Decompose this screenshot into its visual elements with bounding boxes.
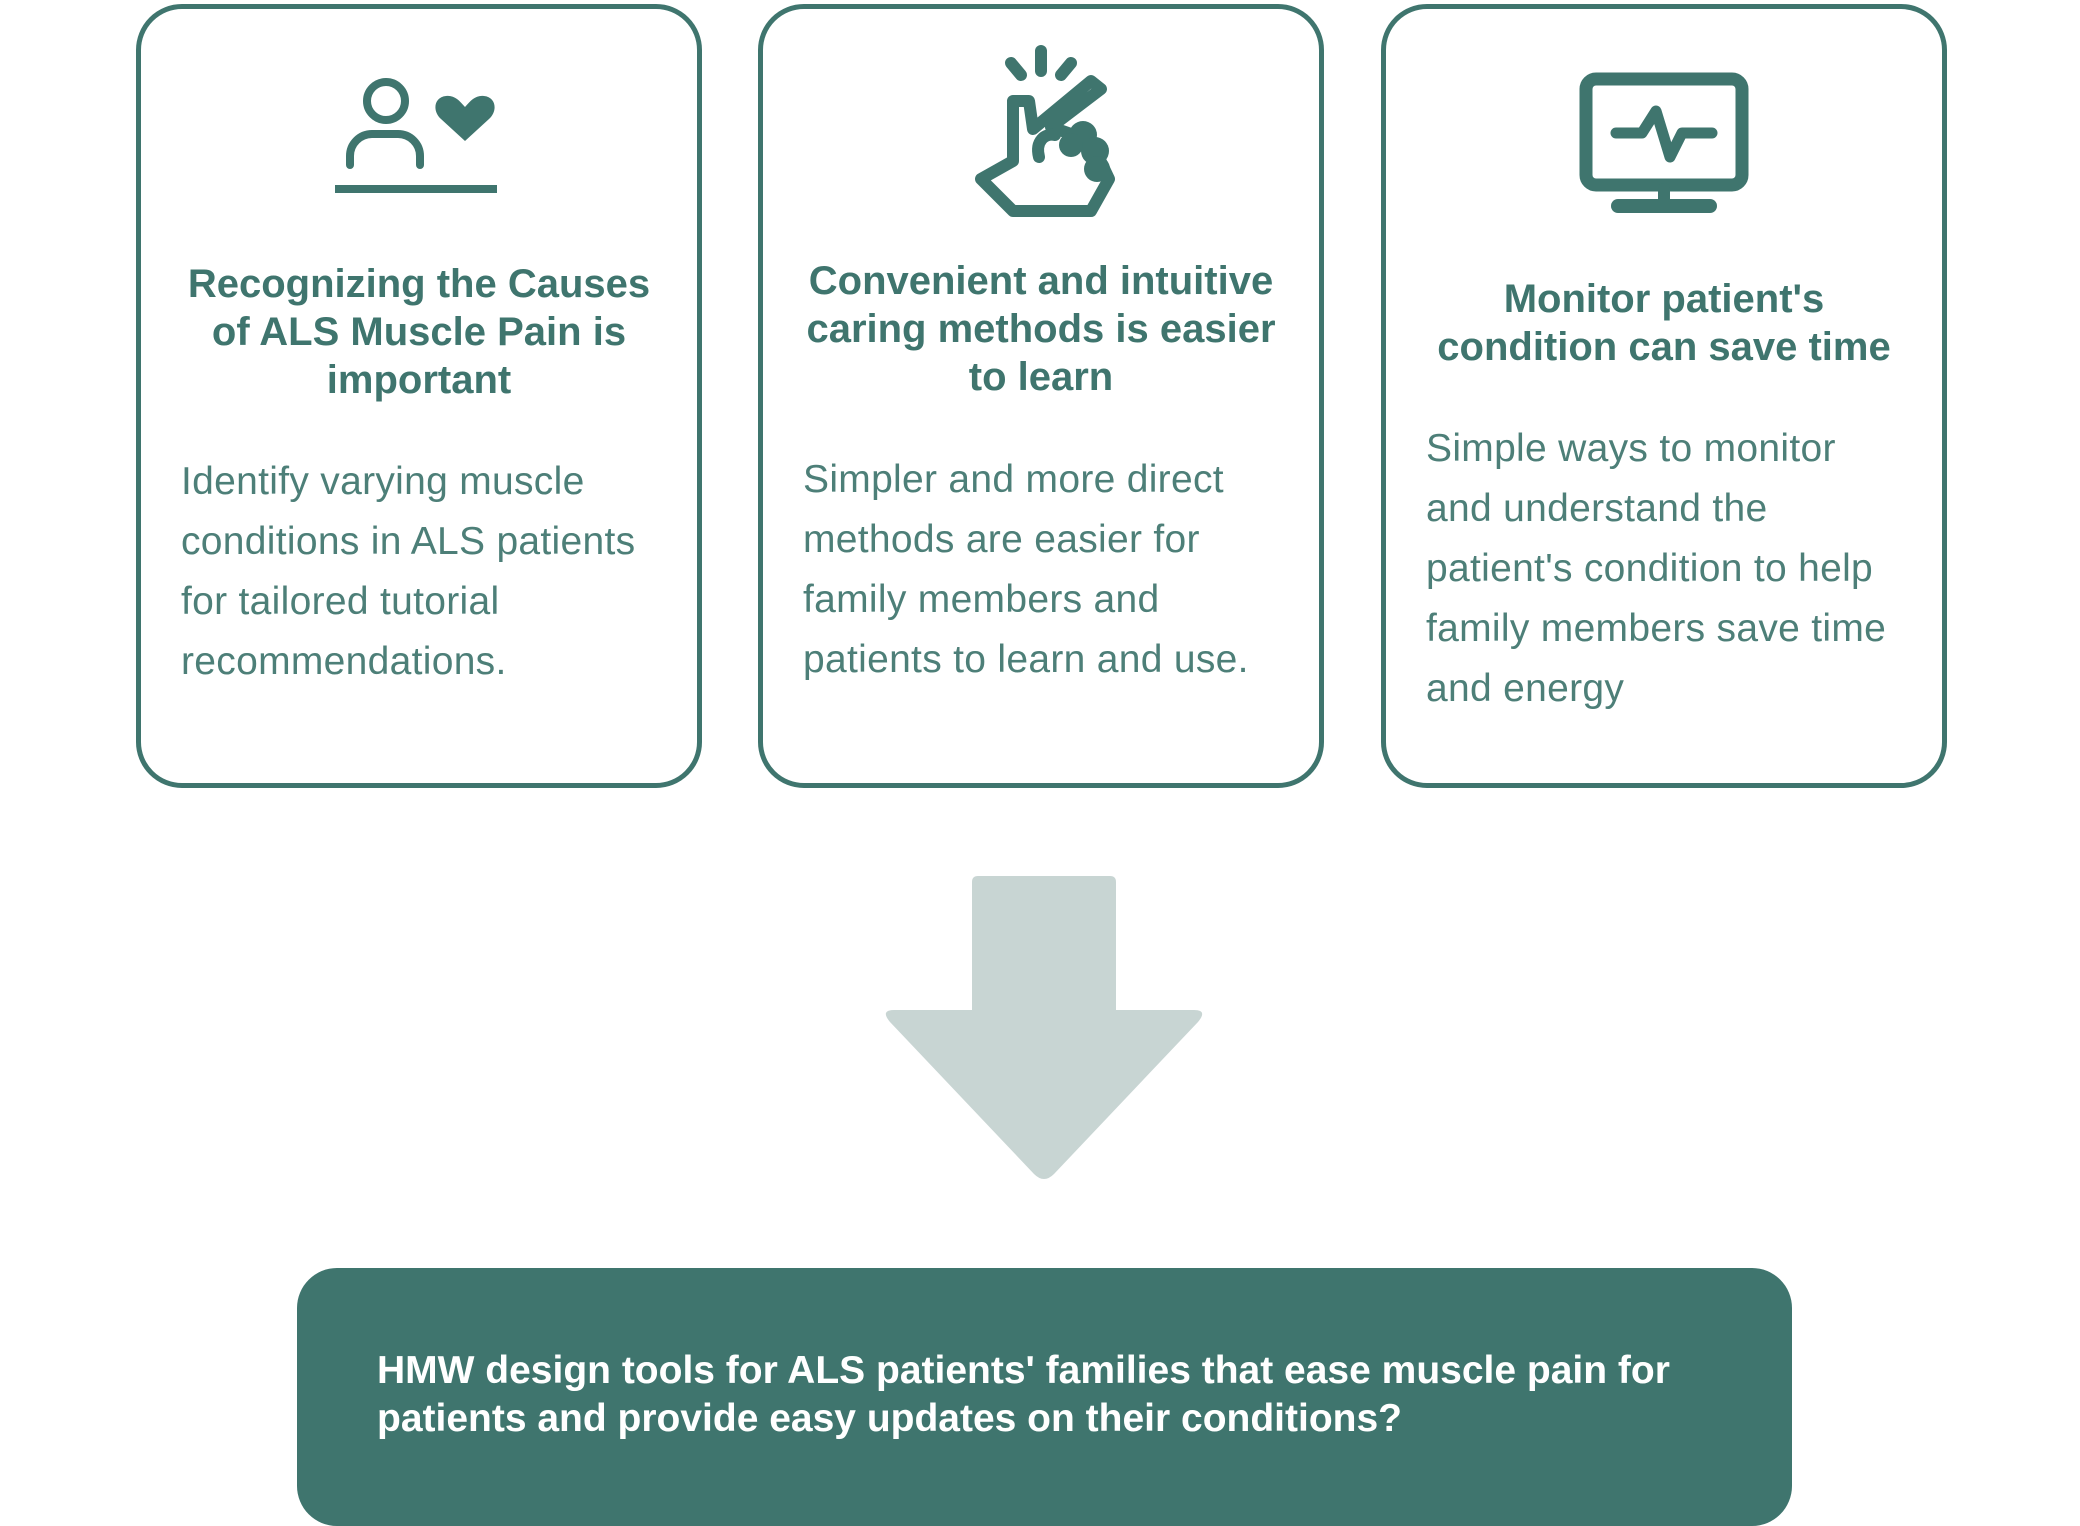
card-description: Simple ways to monitor and understand th…	[1426, 427, 1887, 710]
hmw-statement: HMW design tools for ALS patients' famil…	[377, 1349, 1670, 1440]
down-arrow-icon	[885, 876, 1203, 1179]
card-title: Recognizing the Causes of ALS Muscle Pai…	[187, 262, 651, 402]
insight-card-monitor: Monitor patient's condition can save tim…	[1381, 4, 1947, 788]
card-title: Convenient and intuitive caring methods …	[806, 259, 1276, 399]
monitor-heartbeat-icon	[1579, 72, 1749, 213]
insight-card-causes: Recognizing the Causes of ALS Muscle Pai…	[136, 4, 702, 788]
hmw-statement-box: HMW design tools for ALS patients' famil…	[297, 1268, 1792, 1526]
card-title: Monitor patient's condition can save tim…	[1437, 277, 1891, 369]
hand-tap-icon	[975, 45, 1115, 217]
insight-card-methods: Convenient and intuitive caring methods …	[758, 4, 1324, 788]
card-description: Identify varying muscle conditions in AL…	[181, 460, 636, 683]
card-description: Simpler and more direct methods are easi…	[803, 458, 1249, 681]
person-heart-icon	[335, 78, 497, 193]
